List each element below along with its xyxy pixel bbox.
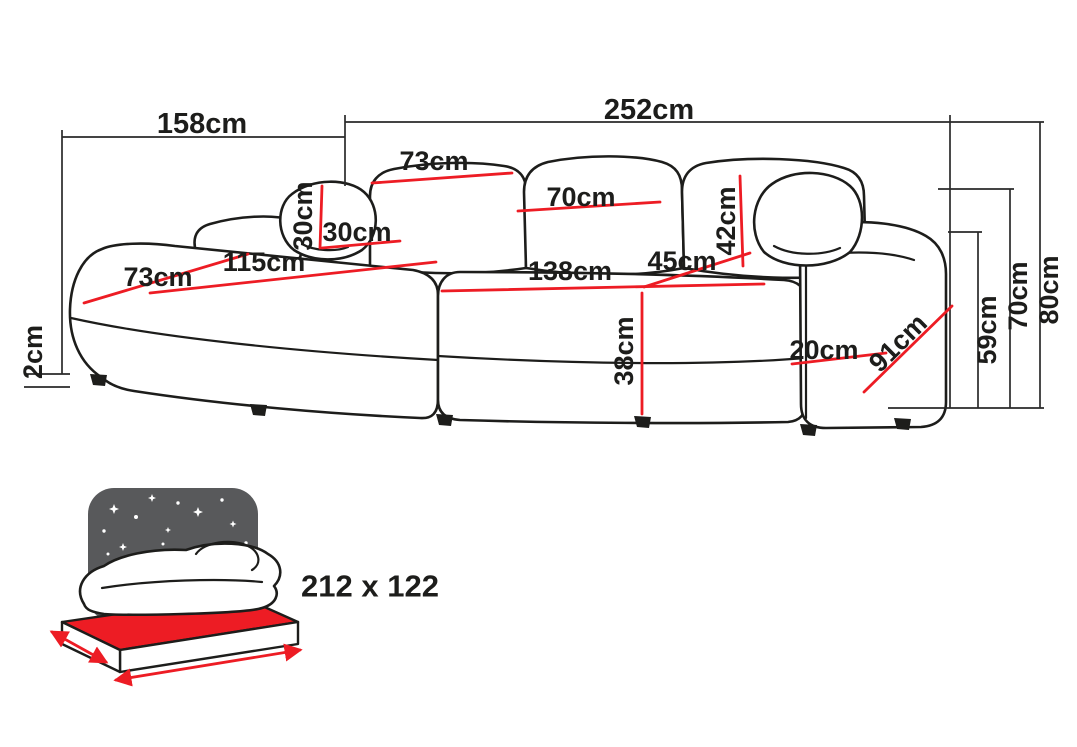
red-line-42 [738, 174, 745, 268]
sofa-feet [90, 374, 911, 436]
star-dot [220, 498, 224, 502]
sofa-foot [800, 424, 817, 436]
red-line-45 [642, 251, 752, 289]
corner-pillow [279, 180, 377, 261]
star-dot [176, 501, 180, 505]
bed-duvet [78, 542, 282, 617]
dim-label-pillow-30-vertical: 30cm [288, 181, 318, 250]
right-pillow-fold [772, 244, 842, 255]
red-line-138 [440, 282, 766, 293]
red-line-back-70 [516, 200, 662, 213]
dim-label-80: 80cm [1034, 255, 1064, 324]
dim-label-2: 2cm [18, 325, 48, 379]
dim-label-42: 42cm [711, 186, 741, 255]
dim-label-pillow-30-horizontal: 30cm [322, 217, 391, 247]
star-dot [102, 529, 106, 533]
red-line-pillow-30-horizontal [320, 239, 402, 250]
bed-duvet-fold [100, 578, 264, 590]
dim-label-138: 138cm [528, 256, 612, 286]
chaise-body [68, 242, 440, 420]
red-line-back-73 [370, 171, 514, 185]
sofa-drawing [68, 155, 948, 436]
sofa-foot [634, 416, 651, 428]
bed-length-arrow [113, 643, 303, 687]
star-dot [161, 542, 165, 546]
dim-label-45: 45cm [647, 246, 716, 276]
right-pillow [752, 171, 864, 267]
star-dot [134, 515, 138, 519]
dim-label-158: 158cm [157, 108, 247, 140]
bed-pillow-fold [194, 540, 260, 572]
dim-label-115: 115cm [223, 247, 306, 277]
sofa-foot [90, 374, 107, 386]
back-cushion-left [368, 161, 528, 275]
sofa-foot [250, 404, 267, 416]
red-line-20 [790, 351, 888, 366]
dim-label-252: 252cm [604, 94, 694, 126]
star-dot [106, 552, 110, 556]
dimension-labels: 158cm 252cm 73cm 70cm 30cm 30cm 42cm 73c… [18, 94, 1064, 386]
chaise-seat-edge [69, 316, 440, 362]
sofa-foot [894, 418, 911, 430]
red-line-pillow-30-vertical [318, 184, 324, 250]
sofa-foot [436, 414, 453, 426]
bed-size-label: 212 x 122 [301, 569, 439, 604]
corner-pillow-fold [300, 242, 350, 252]
red-line-91 [862, 304, 954, 394]
dim-label-chaise-73: 73cm [123, 262, 192, 292]
dim-label-back-73: 73cm [399, 146, 468, 176]
main-seat-edge [436, 354, 808, 365]
red-line-chaise-73 [82, 252, 250, 305]
dim-label-59: 59cm [972, 295, 1002, 364]
dim-label-20: 20cm [789, 335, 858, 365]
dim-label-38: 38cm [609, 316, 639, 385]
dim-label-70-right: 70cm [1003, 261, 1033, 330]
red-line-115 [148, 260, 438, 295]
dimension-lines-red [82, 171, 954, 416]
bed-width-arrow [49, 630, 109, 664]
sleeping-function-icon: 212 x 122 [49, 488, 439, 687]
dimension-lines-black [24, 115, 1044, 409]
dim-label-back-70: 70cm [546, 182, 615, 212]
